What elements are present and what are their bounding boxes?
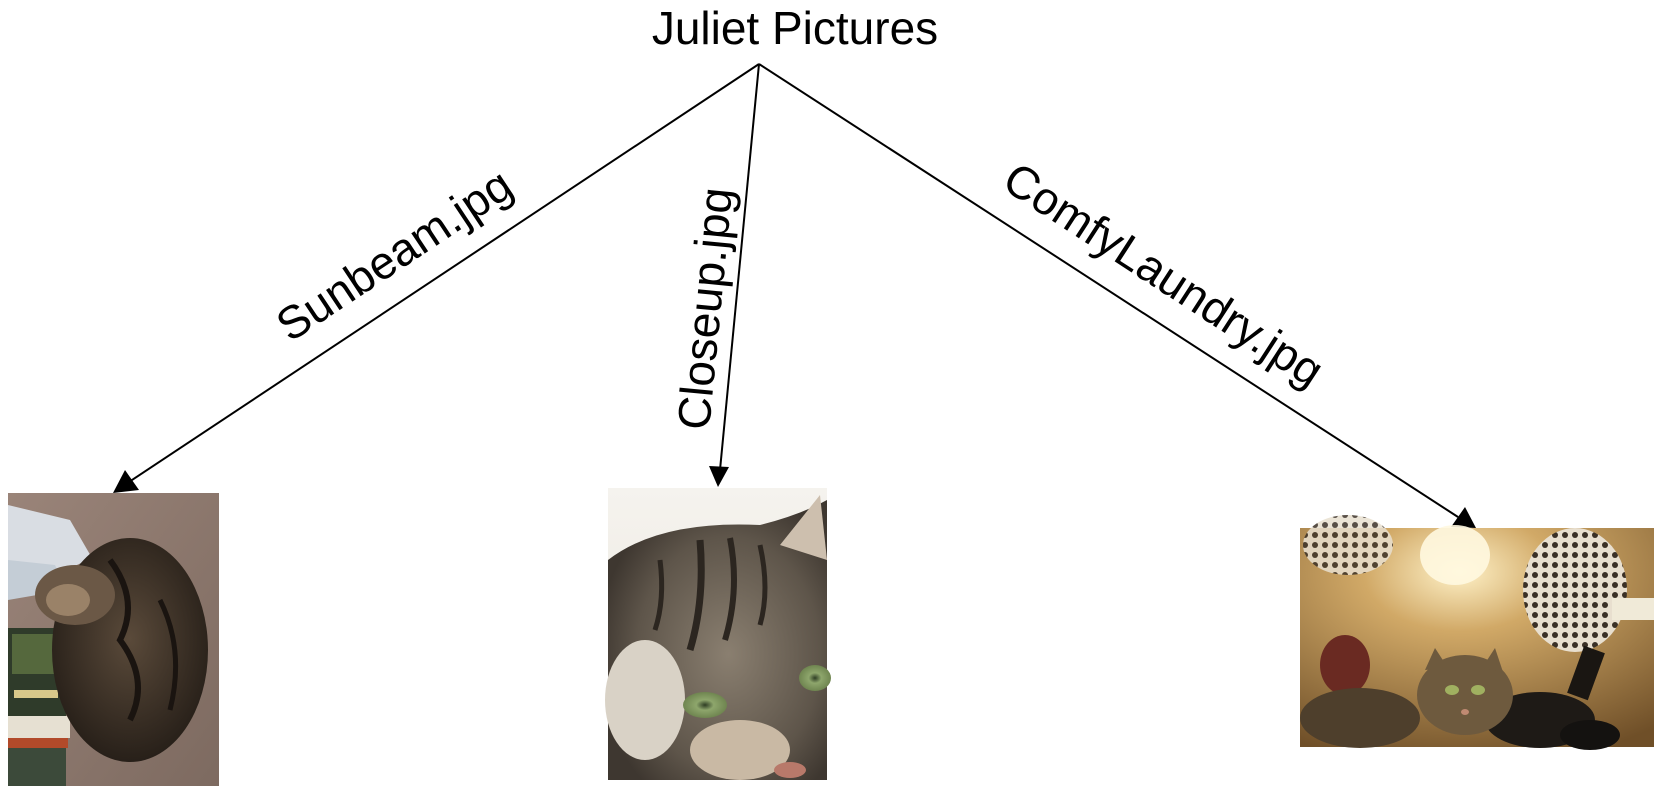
arrowhead-icon <box>709 466 729 487</box>
edge-closeup <box>709 63 760 487</box>
arrowhead-icon <box>113 470 139 493</box>
edge-comfylaundry <box>758 63 1476 528</box>
edge-label-comfylaundry: ComfyLaundry.jpg <box>995 152 1334 397</box>
arrowhead-icon <box>1451 507 1476 528</box>
edge-label-closeup: Closeup.jpg <box>667 185 742 432</box>
cat-in-dryer-photo-icon <box>1300 515 1654 750</box>
cat-face-closeup-photo-icon <box>605 488 831 780</box>
root-title: Juliet Pictures <box>652 2 938 54</box>
sleeping-cat-photo-icon <box>8 493 219 786</box>
edge-sunbeam <box>113 63 760 493</box>
edge-label-sunbeam: Sunbeam.jpg <box>267 158 522 351</box>
